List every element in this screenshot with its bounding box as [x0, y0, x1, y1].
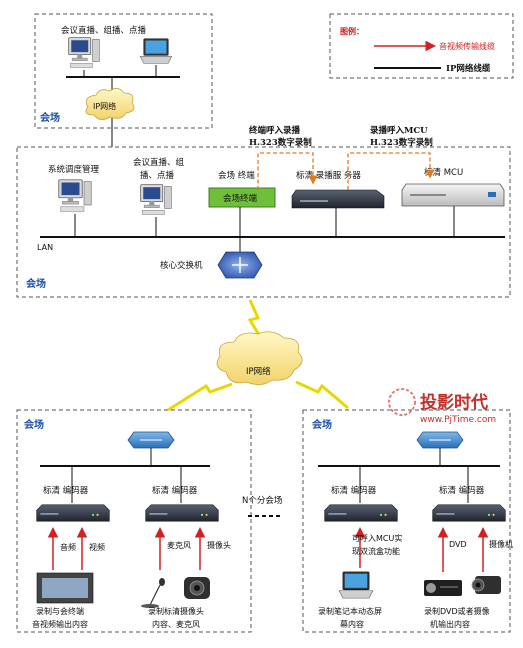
legend-ip-label: IP网络线缆	[446, 63, 491, 74]
mcu-call-arrow	[347, 152, 435, 190]
mcu-note-line2: 现双流盒功能	[352, 546, 400, 556]
rec-call-line2: H.323数字录制	[249, 137, 312, 148]
left-caption2-line2: 内容、麦克风	[152, 619, 200, 629]
right-laptop-icon	[338, 571, 374, 599]
lan-label: LAN	[37, 243, 53, 252]
microphone-icon	[149, 584, 161, 606]
main-live-pc-icon	[140, 184, 172, 215]
legend-title: 图例：	[340, 26, 364, 36]
right-caption2-line1: 录制DVD或者摄像	[424, 606, 490, 616]
lightning-right-icon	[295, 380, 349, 410]
terminal-label: 会场 终端	[218, 170, 255, 181]
left-venue: 会场 标清 编码器 标清 编码器 音频 视频 麦克风 摄像头 录制与会终端 音视…	[16, 409, 252, 633]
top-laptop-icon	[139, 38, 173, 64]
middle-network-label: IP网络	[246, 366, 271, 377]
legend-av-label: 音视频传输线缆	[439, 41, 495, 51]
right-venue: 会场 标清 编码器 标清 编码器 可呼入MCU实 现双流盒功能 DVD 摄像机 …	[302, 409, 513, 633]
right-caption2-line2: 机输出内容	[430, 619, 470, 629]
rec-call-line1: 终端呼入录播	[248, 125, 301, 136]
mcu-icon	[401, 183, 505, 207]
mcu-note-line1: 可呼入MCU实	[352, 533, 402, 543]
top-pc-icon	[68, 37, 100, 68]
mcu-call-line1: 录播呼入MCU	[370, 125, 428, 136]
terminal-box-label: 会场终端	[223, 193, 258, 204]
left-encoder-2-icon	[145, 504, 219, 522]
mcu-call-line2: H.323数字录制	[370, 137, 433, 148]
left-caption1-line1: 录制与会终端	[36, 606, 84, 616]
dvd-label: DVD	[449, 540, 467, 549]
main-venue-border	[16, 146, 511, 298]
left-caption1-line2: 音视频输出内容	[32, 619, 88, 629]
left-venue-border	[16, 409, 252, 633]
rec-call-arrow	[257, 152, 318, 190]
right-caption1-line2: 幕内容	[340, 619, 364, 629]
top-cloud-icon	[85, 88, 135, 120]
top-venue-label: 会场	[40, 111, 60, 124]
audio-label: 音频	[60, 542, 76, 552]
terminal-box	[208, 187, 276, 208]
top-live-label: 会议直播、组播、点播	[61, 25, 147, 36]
left-enc1-label: 标清 编码器	[43, 485, 89, 496]
left-caption2-line1: 录制标清摄像头	[148, 606, 204, 616]
top-network-label: IP网络	[93, 101, 116, 111]
main-venue: 终端呼入录播 H.323数字录制 录播呼入MCU H.323数字录制 系统调度管…	[16, 125, 511, 298]
main-venue-label: 会场	[26, 277, 46, 290]
watermark: 投影时代 www.PjTime.com	[388, 388, 496, 425]
n-venues-label: N个分会场	[242, 495, 282, 506]
lightning-icon	[247, 299, 264, 341]
sys-mgmt-label: 系统调度管理	[48, 164, 100, 175]
left-enc2-label: 标清 编码器	[152, 485, 198, 496]
left-venue-label: 会场	[24, 418, 44, 431]
left-encoder-1-icon	[36, 504, 110, 522]
legend-border	[329, 13, 514, 79]
server-label: 标清 录播服 务器	[296, 170, 361, 181]
sys-mgmt-pc-icon	[58, 179, 92, 212]
right-encoder-1-icon	[324, 504, 398, 522]
mic-label: 麦克风	[167, 540, 191, 550]
right-enc1-label: 标清 编码器	[331, 485, 377, 496]
right-venue-label: 会场	[312, 418, 332, 431]
middle-network: IP网络	[167, 299, 349, 412]
main-live-line2: 播、点播	[140, 170, 175, 181]
camcorder-label: 摄像机	[489, 539, 513, 549]
recording-server-icon	[291, 189, 385, 209]
lightning-left-icon	[167, 382, 233, 412]
top-venue: 会议直播、组播、点播 IP网络 会场	[34, 13, 213, 147]
main-live-line1: 会议直播、组	[133, 157, 185, 168]
legend: 图例： 音视频传输线缆 IP网络线缆	[329, 13, 514, 79]
camera-label: 摄像头	[207, 540, 231, 550]
right-caption1-line1: 录制笔记本动态屏	[318, 606, 382, 616]
core-switch-label: 核心交换机	[160, 260, 203, 271]
watermark-url: www.PjTime.com	[420, 415, 496, 425]
video-label: 视频	[89, 542, 105, 552]
top-venue-border	[34, 13, 213, 129]
watermark-logo-icon	[388, 388, 416, 416]
right-encoder-2-icon	[432, 504, 506, 522]
n-venues-note: N个分会场	[242, 495, 282, 517]
middle-cloud-icon	[216, 331, 303, 385]
watermark-brand: 投影时代	[420, 392, 488, 413]
right-venue-border	[302, 409, 511, 633]
right-enc2-label: 标清 编码器	[439, 485, 485, 496]
mcu-label: 标清 MCU	[424, 167, 463, 178]
